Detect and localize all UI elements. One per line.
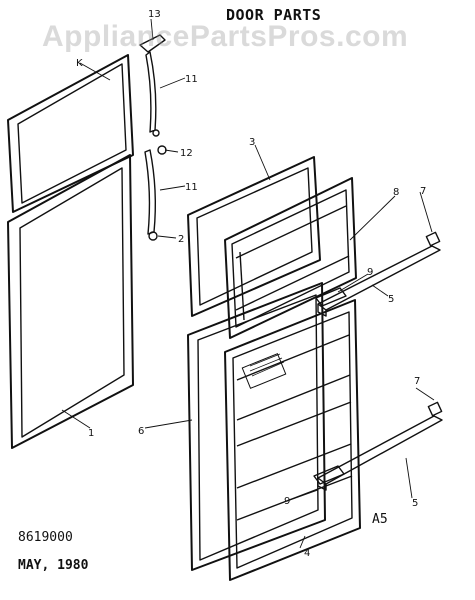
freezer-liner-gasket xyxy=(187,156,321,317)
callout-k: K xyxy=(76,58,83,69)
callout-13: 13 xyxy=(148,9,161,20)
callout-6: 6 xyxy=(138,426,144,437)
callout-5-top: 5 xyxy=(388,294,394,305)
callout-9-top: 9 xyxy=(367,267,373,278)
assembly-code: A5 xyxy=(372,512,388,527)
callout-2: 2 xyxy=(178,234,184,245)
callout-11-top: 11 xyxy=(185,74,198,85)
freezer-door-liner xyxy=(224,177,357,339)
callout-leader-lines xyxy=(61,18,435,549)
diagram-date: MAY, 1980 xyxy=(18,558,89,573)
fresh-food-liner-gasket xyxy=(187,282,326,571)
callout-7-bottom: 7 xyxy=(414,376,420,387)
callout-numbers: 13 K 11 12 11 2 3 8 7 9 5 1 6 7 9 5 4 xyxy=(76,9,426,559)
freezer-shelf-rail xyxy=(317,231,441,317)
callout-7-top: 7 xyxy=(420,186,426,197)
hinge-and-stop-parts xyxy=(139,34,167,241)
fresh-food-door-liner xyxy=(224,299,361,581)
fresh-food-shelf-clip xyxy=(313,465,345,485)
freezer-door-gasket xyxy=(7,54,134,213)
callout-3: 3 xyxy=(249,137,255,148)
callout-12: 12 xyxy=(180,148,193,159)
diagram-title: DOOR PARTS xyxy=(226,6,322,24)
callout-11-bottom: 11 xyxy=(185,182,198,193)
fresh-food-door-gasket xyxy=(7,154,134,449)
model-code: 8619000 xyxy=(18,530,73,545)
callout-8: 8 xyxy=(393,187,399,198)
callout-9-bottom: 9 xyxy=(284,496,290,507)
freezer-shelf-clip xyxy=(315,287,347,307)
callout-1: 1 xyxy=(88,428,94,439)
watermark-text: AppliancePartsPros.com xyxy=(42,20,409,53)
callout-5-bottom: 5 xyxy=(412,498,418,509)
callout-4: 4 xyxy=(304,548,310,559)
